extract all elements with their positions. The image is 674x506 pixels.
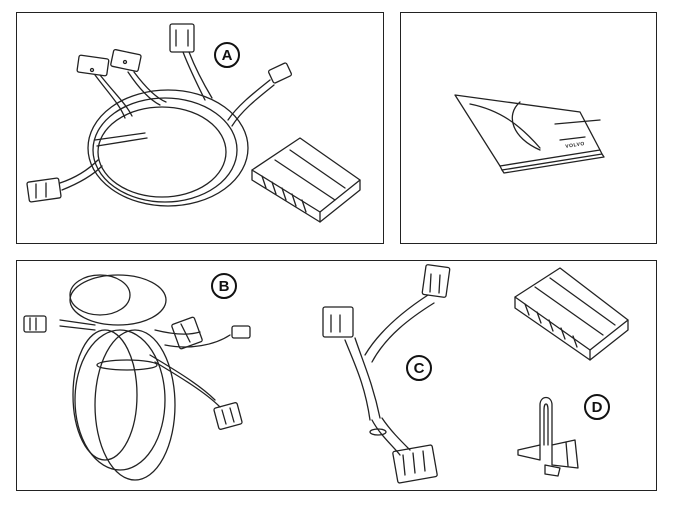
connector-housing [251,137,361,223]
callout-a: A [214,42,240,68]
callout-b: B [211,273,237,299]
wiring-harness-b [23,274,251,481]
installation-manual [454,94,605,174]
wiring-harness-a [26,23,293,207]
clip-d [517,396,579,477]
connector-housing-2 [514,267,629,361]
y-harness-c [322,264,451,484]
callout-c: C [406,355,432,381]
panel-manual [400,12,657,244]
panel-harness-a [16,12,384,244]
callout-d: D [584,394,610,420]
